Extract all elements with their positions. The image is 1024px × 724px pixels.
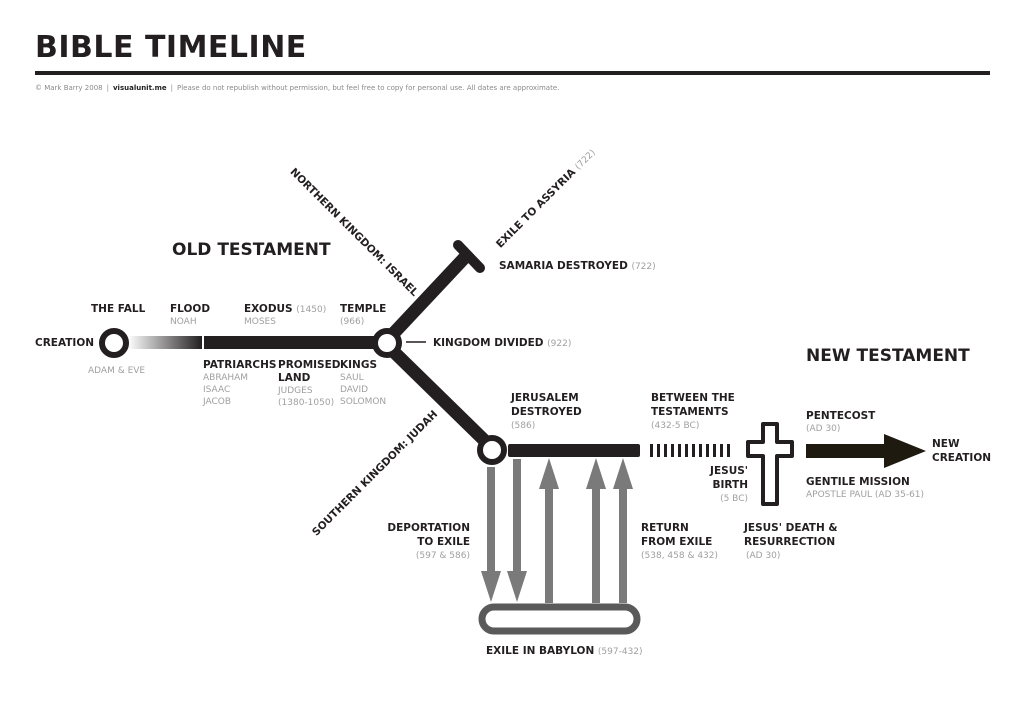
pentecost-label: PENTECOST bbox=[806, 410, 876, 422]
separator: | bbox=[170, 84, 173, 92]
kingdom-divided-title: KINGDOM DIVIDED bbox=[433, 337, 544, 349]
return-arrow bbox=[586, 458, 606, 603]
jesus-death-date: (AD 30) bbox=[746, 551, 781, 561]
the-fall-label: THE FALL bbox=[91, 303, 146, 315]
samaria-title: SAMARIA DESTROYED bbox=[499, 260, 628, 272]
judges-label: JUDGES bbox=[278, 386, 313, 396]
gentile-mission-label: GENTILE MISSION bbox=[806, 476, 910, 488]
noah-label: NOAH bbox=[170, 317, 197, 327]
jesus-birth-date: (5 BC) bbox=[720, 494, 748, 504]
creation-node bbox=[99, 328, 129, 358]
samaria-label: SAMARIA DESTROYED (722) bbox=[499, 260, 656, 274]
return-arrow bbox=[613, 458, 633, 603]
deportation-label-2: TO EXILE bbox=[417, 536, 470, 548]
new-testament-heading: NEW TESTAMENT bbox=[806, 346, 970, 366]
temple-date: (966) bbox=[340, 317, 365, 327]
exodus-title: EXODUS bbox=[244, 303, 293, 315]
deportation-arrow bbox=[507, 459, 527, 602]
jerusalem-node bbox=[477, 435, 507, 465]
deportation-label-1: DEPORTATION bbox=[387, 522, 470, 534]
moses-label: MOSES bbox=[244, 317, 276, 327]
temple-label: TEMPLE bbox=[340, 303, 387, 315]
exile-babylon-date: (597-432) bbox=[597, 647, 643, 657]
new-creation-label-2: CREATION bbox=[932, 452, 992, 464]
southern-kingdom-line bbox=[389, 347, 489, 445]
flood-label: FLOOD bbox=[170, 303, 211, 315]
credit-note: Please do not republish without permissi… bbox=[177, 84, 560, 92]
jesus-death-label-2: RESURRECTION bbox=[744, 536, 836, 548]
credit-line: © Mark Barry 2008|visualunit.me|Please d… bbox=[35, 84, 559, 92]
return-label-2: FROM EXILE bbox=[641, 536, 713, 548]
between-label-1: BETWEEN THE bbox=[651, 392, 735, 404]
jesus-death-label-1: JESUS' DEATH & bbox=[744, 522, 838, 534]
king-david: DAVID bbox=[340, 385, 369, 395]
old-testament-heading: OLD TESTAMENT bbox=[172, 240, 331, 260]
promised-land-label-1: PROMISED bbox=[278, 359, 341, 371]
old-testament-bar bbox=[204, 336, 374, 349]
creation-fade-bar bbox=[128, 336, 202, 349]
apostle-paul-label: APOSTLE PAUL (AD 35-61) bbox=[806, 490, 925, 500]
kingdom-divided-label: KINGDOM DIVIDED (922) bbox=[433, 337, 571, 351]
exodus-label: EXODUS (1450) bbox=[244, 303, 326, 317]
judges-date: (1380-1050) bbox=[278, 398, 335, 408]
arrow-right-icon bbox=[806, 434, 926, 468]
adam-eve-label: ADAM & EVE bbox=[88, 366, 146, 376]
samaria-date: (722) bbox=[631, 262, 656, 272]
exile-babylon-label: EXILE IN BABYLON (597-432) bbox=[486, 645, 643, 659]
credit-author: © Mark Barry 2008 bbox=[35, 84, 103, 92]
pentecost-date: (AD 30) bbox=[806, 424, 841, 434]
return-label-1: RETURN bbox=[641, 522, 689, 534]
patriarchs-label: PATRIARCHS bbox=[203, 359, 277, 371]
exodus-date: (1450) bbox=[296, 305, 327, 315]
page-title: BIBLE TIMELINE bbox=[35, 30, 307, 65]
patriarch-jacob: JACOB bbox=[203, 397, 232, 407]
jesus-birth-label-1: JESUS' bbox=[710, 465, 748, 477]
cross-icon bbox=[746, 422, 794, 506]
deportation-date: (597 & 586) bbox=[415, 551, 470, 561]
jesus-birth-label-2: BIRTH bbox=[712, 479, 748, 491]
jerusalem-label-1: JERUSALEM bbox=[511, 392, 579, 404]
credit-site-link[interactable]: visualunit.me bbox=[112, 84, 167, 92]
king-saul: SAUL bbox=[340, 373, 364, 383]
kings-label: KINGS bbox=[340, 359, 378, 371]
between-date: (432-5 BC) bbox=[651, 421, 700, 431]
exile-babylon-title: EXILE IN BABYLON bbox=[486, 645, 595, 657]
separator: | bbox=[106, 84, 109, 92]
intertestamental-dashes bbox=[650, 444, 730, 457]
deportation-arrow bbox=[481, 467, 501, 602]
return-date: (538, 458 & 432) bbox=[641, 551, 719, 561]
kingdom-divided-date: (922) bbox=[547, 339, 572, 349]
patriarch-isaac: ISAAC bbox=[203, 385, 231, 395]
kingdom-divided-node bbox=[372, 328, 402, 358]
judah-bar bbox=[508, 444, 640, 457]
new-creation-label-1: NEW bbox=[932, 438, 960, 450]
patriarch-abraham: ABRAHAM bbox=[203, 373, 249, 383]
promised-land-label-2: LAND bbox=[278, 372, 311, 384]
samaria-cap bbox=[453, 240, 485, 273]
between-label-2: TESTAMENTS bbox=[651, 406, 729, 418]
title-rule bbox=[35, 71, 990, 75]
return-arrow bbox=[539, 458, 559, 603]
jerusalem-label-2: DESTROYED bbox=[511, 406, 582, 418]
jerusalem-date: (586) bbox=[511, 421, 536, 431]
babylon-capsule bbox=[478, 603, 641, 635]
king-solomon: SOLOMON bbox=[340, 397, 387, 407]
northern-kingdom-line bbox=[387, 249, 473, 340]
creation-label: CREATION bbox=[35, 337, 95, 349]
